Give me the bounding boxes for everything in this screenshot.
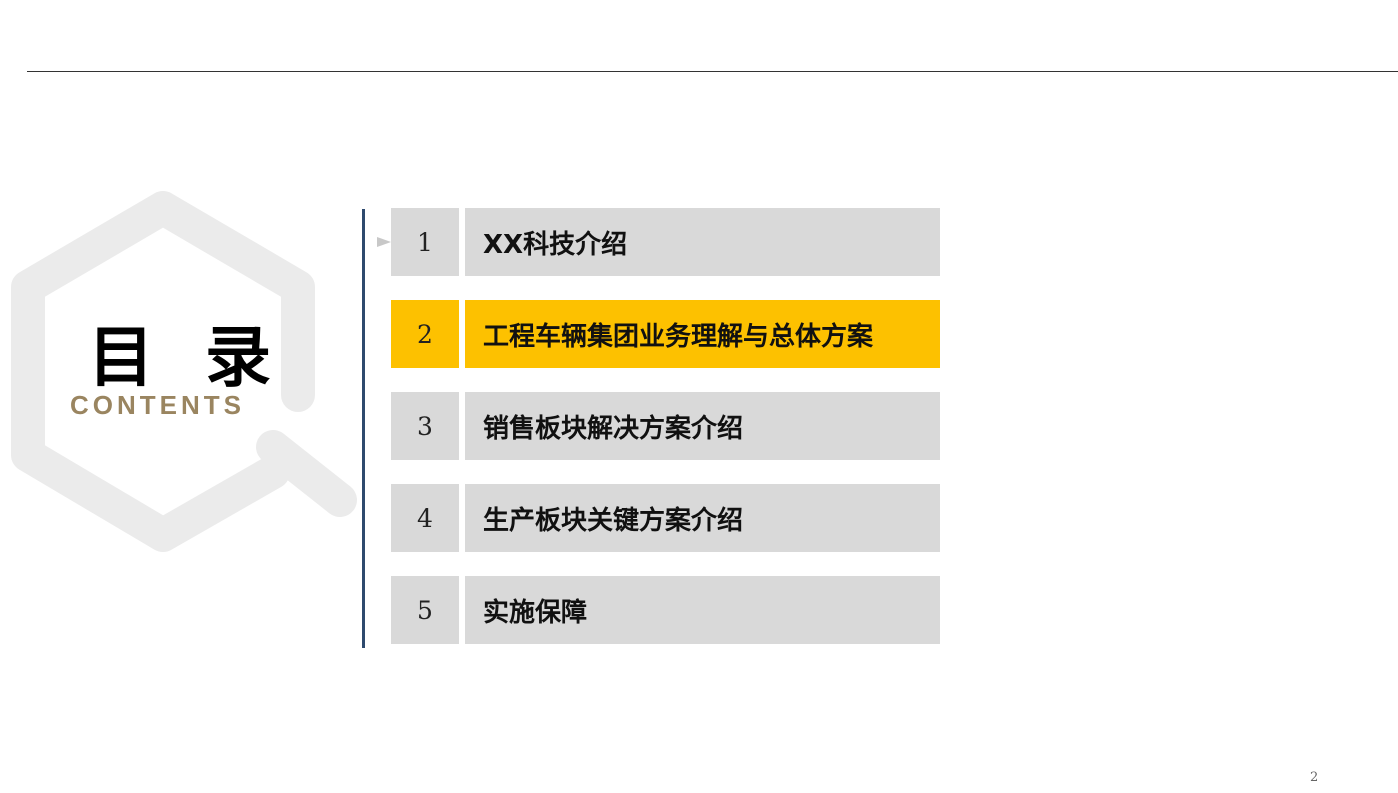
toc-item-label: 生产板块关键方案介绍 <box>465 484 940 552</box>
page-number: 2 <box>1310 770 1319 785</box>
page-title: 目 录 <box>88 319 285 396</box>
hexagon-magnifier-decoration <box>11 191 357 552</box>
toc-item-label: 实施保障 <box>465 576 940 644</box>
page-subtitle: CONTENTS <box>70 390 245 420</box>
header-divider <box>27 71 1398 72</box>
toc-item-number: 3 <box>391 392 459 460</box>
toc-item-label: XX科技介绍 <box>465 208 940 276</box>
toc-item-number: 1 <box>391 208 459 276</box>
toc-item-number: 2 <box>391 300 459 368</box>
toc-item-number: 5 <box>391 576 459 644</box>
toc-item-label: 工程车辆集团业务理解与总体方案 <box>465 300 940 368</box>
vertical-divider <box>362 209 365 648</box>
toc-item-label: 销售板块解决方案介绍 <box>465 392 940 460</box>
toc-item-number: 4 <box>391 484 459 552</box>
